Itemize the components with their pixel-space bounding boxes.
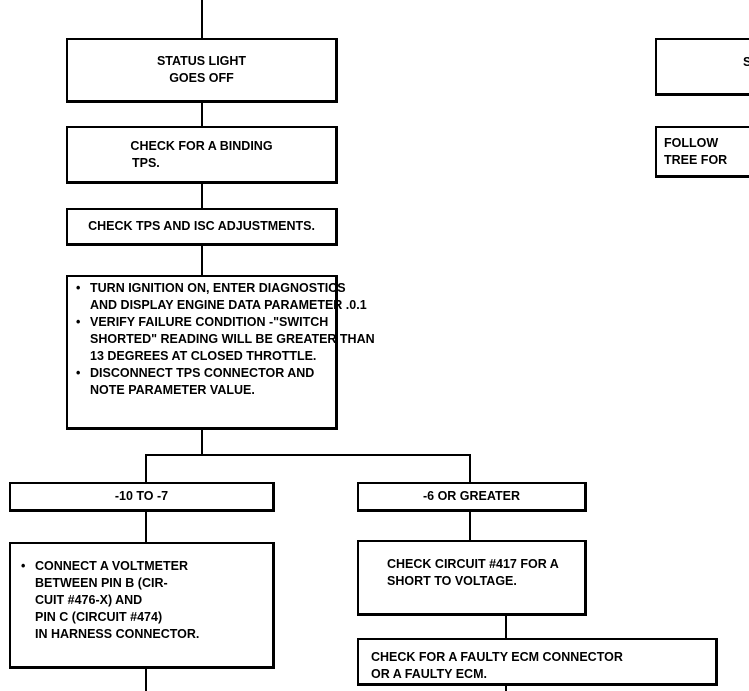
check-ecm-line-2: OR A FAULTY ECM. [371,667,487,681]
branch-right-label: -6 OR GREATER [423,489,520,503]
connector-split-left [145,454,147,482]
connect-voltmeter-list: CONNECT A VOLTMETER BETWEEN PIN B (CIR- … [17,558,272,643]
connector-right-branch-down [469,510,471,540]
procedure-step-1-line-2: AND DISPLAY ENGINE DATA PARAMETER .0.1 [90,298,367,312]
procedure-step-1-line-1: TURN IGNITION ON, ENTER DIAGNOSTICS [90,281,346,295]
check-binding-line-2: TPS. [132,155,160,170]
connector-binding-to-adjustments [201,183,203,208]
branch-right-box: -6 OR GREATER [357,482,587,512]
connector-status-to-binding [201,101,203,126]
procedure-step-3-line-2: NOTE PARAMETER VALUE. [90,383,255,397]
procedure-step-2-line-2: SHORTED" READING WILL BE GREATER THAN [90,332,375,346]
check-binding-line-1: CHECK FOR A BINDING [130,138,273,153]
connector-circuit-to-ecm [505,614,507,638]
check-circuit-line-2: SHORT TO VOLTAGE. [387,574,517,588]
check-ecm-box: CHECK FOR A FAULTY ECM CONNECTOR OR A FA… [357,638,718,686]
status-light-line-1: STATUS LIGHT [156,54,247,68]
branch-left-label: -10 TO -7 [114,489,169,503]
connect-voltmeter-line-2: BETWEEN PIN B (CIR- [35,576,168,590]
connector-top-entry [201,0,203,38]
connect-voltmeter-box: CONNECT A VOLTMETER BETWEEN PIN B (CIR- … [9,542,275,669]
right-top-partial-text: S [743,55,749,69]
connector-branch-split [145,454,471,456]
procedure-step-2-line-3: 13 DEGREES AT CLOSED THROTTLE. [90,349,317,363]
status-light-line-2: GOES OFF [169,71,234,85]
check-circuit-line-1: CHECK CIRCUIT #417 FOR A [387,557,559,571]
connect-voltmeter-line-1: CONNECT A VOLTMETER [35,559,189,573]
procedure-box: TURN IGNITION ON, ENTER DIAGNOSTICS AND … [66,275,375,430]
right-follow-line-2: TREE FOR [664,153,728,167]
connect-voltmeter-line-4: PIN C (CIRCUIT #474) [35,610,163,624]
connect-voltmeter-step: CONNECT A VOLTMETER BETWEEN PIN B (CIR- … [17,558,272,643]
branch-left-box: -10 TO -7 [9,482,275,512]
right-follow-line-1: FOLLOW [664,136,719,150]
right-top-partial-box: S [655,38,749,96]
check-binding-box: CHECK FOR A BINDING TPS. [66,126,338,184]
connector-left-branch-down [145,510,147,542]
procedure-step-1: TURN IGNITION ON, ENTER DIAGNOSTICS AND … [72,280,367,314]
procedure-step-3-line-1: DISCONNECT TPS CONNECTOR AND [90,366,315,380]
connector-ecm-exit [505,685,507,691]
connector-adjustments-to-procedure [201,245,203,275]
check-circuit-box: CHECK CIRCUIT #417 FOR A SHORT TO VOLTAG… [357,540,587,616]
right-follow-partial-box: FOLLOW TREE FOR [655,126,749,178]
connector-procedure-down [201,428,203,455]
connector-split-right [469,454,471,482]
procedure-step-3: DISCONNECT TPS CONNECTOR AND NOTE PARAME… [72,365,335,399]
connect-voltmeter-line-5: IN HARNESS CONNECTOR. [35,627,200,641]
check-ecm-line-1: CHECK FOR A FAULTY ECM CONNECTOR [371,650,623,664]
check-adjustments-line-1: CHECK TPS AND ISC ADJUSTMENTS. [88,219,315,233]
check-adjustments-box: CHECK TPS AND ISC ADJUSTMENTS. [66,208,338,246]
procedure-step-2: VERIFY FAILURE CONDITION -"SWITCH SHORTE… [72,314,375,365]
procedure-list: TURN IGNITION ON, ENTER DIAGNOSTICS AND … [72,280,375,399]
connect-voltmeter-line-3: CUIT #476-X) AND [35,593,143,607]
connector-voltmeter-exit [145,667,147,691]
status-light-box: STATUS LIGHT GOES OFF [66,38,338,103]
procedure-step-2-line-1: VERIFY FAILURE CONDITION -"SWITCH [90,315,329,329]
